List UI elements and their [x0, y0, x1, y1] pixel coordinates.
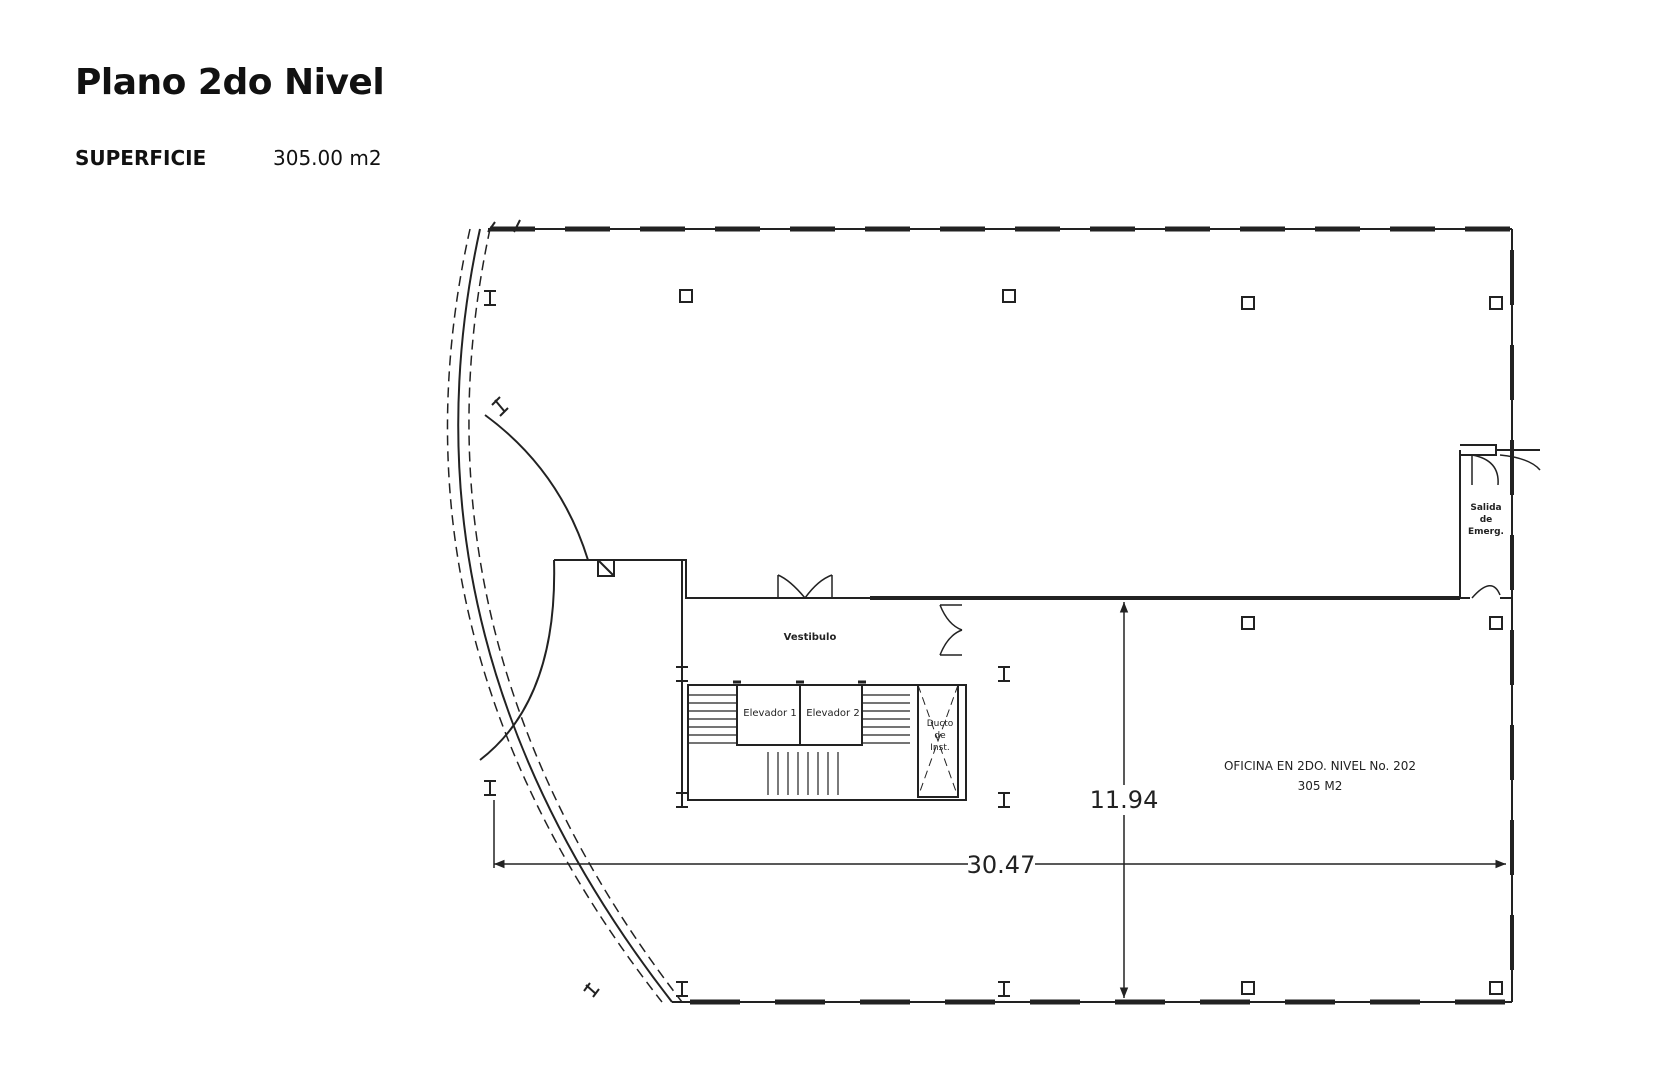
room-label-duct-1: Ducto [927, 719, 954, 729]
room-label-elevator-2: Elevador 2 [806, 708, 859, 719]
structural-columns [679, 289, 1503, 995]
vestibule-doors [777, 454, 1541, 656]
area-label: SUPERFICIE [75, 146, 207, 170]
dimension-lines [493, 602, 1506, 998]
area-value: 305.00 m2 [273, 146, 382, 170]
room-label-exit-3: Emerg. [1468, 527, 1504, 537]
area-summary: SUPERFICIE 305.00 m2 [75, 146, 382, 170]
room-label-vestibule: Vestibulo [784, 632, 837, 643]
office-name-label: OFICINA EN 2DO. NIVEL No. 202 [1224, 759, 1416, 773]
dimension-width-label: 30.47 [967, 851, 1036, 879]
room-label-exit-2: de [1480, 515, 1493, 525]
room-label-duct-2: de [934, 731, 946, 741]
page-title: Plano 2do Nivel [75, 62, 385, 103]
outer-walls [446, 219, 1514, 1005]
service-core [687, 680, 967, 801]
interior-walls [479, 414, 1540, 800]
office-area-label: 305 M2 [1298, 779, 1343, 793]
dimension-depth-label: 11.94 [1090, 786, 1159, 814]
column-markers [484, 290, 1010, 998]
room-label-duct-3: Inst. [930, 743, 949, 753]
room-label-elevator-1: Elevador 1 [743, 708, 796, 719]
room-label-exit-1: Salida [1470, 503, 1501, 513]
